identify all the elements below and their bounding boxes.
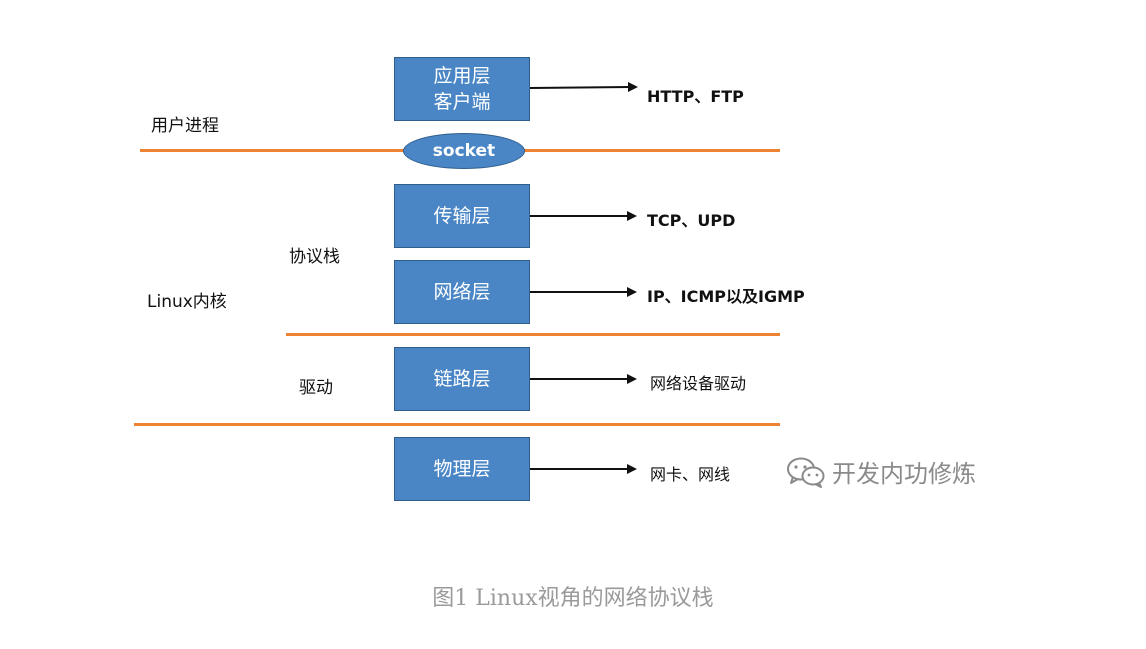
socket-label: socket: [432, 141, 496, 161]
link-layer-label: 链路层: [433, 368, 491, 390]
figure-caption: 图1 Linux视角的网络协议栈: [432, 586, 714, 611]
kernel-hardware-boundary-rule: [134, 423, 780, 426]
link-arrow-line: [530, 378, 628, 380]
transport-protocols: TCP、UPD: [647, 211, 736, 230]
physical-protocols: 网卡、网线: [650, 465, 731, 484]
physical-arrow-line: [530, 468, 628, 470]
application-arrow-head: [628, 82, 638, 92]
link-protocols: 网络设备驱动: [650, 374, 747, 393]
socket-ellipse: socket: [403, 133, 525, 169]
network-layer-box: 网络层: [394, 260, 530, 324]
transport-layer-box: 传输层: [394, 184, 530, 248]
network-arrow-line: [530, 291, 628, 293]
physical-layer-label: 物理层: [433, 458, 491, 480]
stack-driver-boundary-rule: [286, 333, 780, 336]
physical-layer-box: 物理层: [394, 437, 530, 501]
link-layer-box: 链路层: [394, 347, 530, 411]
user-process-label: 用户进程: [151, 116, 219, 136]
network-arrow-head: [627, 287, 637, 297]
physical-arrow-head: [627, 464, 637, 474]
application-protocols: HTTP、FTP: [647, 87, 744, 106]
application-arrow-line: [529, 85, 631, 89]
linux-kernel-label: Linux内核: [147, 292, 227, 312]
network-layer-label: 网络层: [433, 281, 491, 303]
watermark-text: 开发内功修炼: [832, 460, 976, 488]
link-arrow-head: [627, 374, 637, 384]
wechat-watermark: 开发内功修炼: [786, 454, 976, 489]
transport-layer-label: 传输层: [433, 205, 491, 227]
wechat-icon: [787, 457, 825, 488]
network-protocols: IP、ICMP以及IGMP: [647, 287, 805, 306]
driver-label: 驱动: [299, 378, 333, 398]
transport-arrow-line: [530, 215, 628, 217]
transport-arrow-head: [627, 211, 637, 221]
client-label: 客户端: [433, 91, 491, 113]
application-layer-box: 应用层 客户端: [394, 57, 530, 121]
protocol-stack-label: 协议栈: [289, 247, 340, 267]
application-layer-label: 应用层: [433, 65, 491, 87]
